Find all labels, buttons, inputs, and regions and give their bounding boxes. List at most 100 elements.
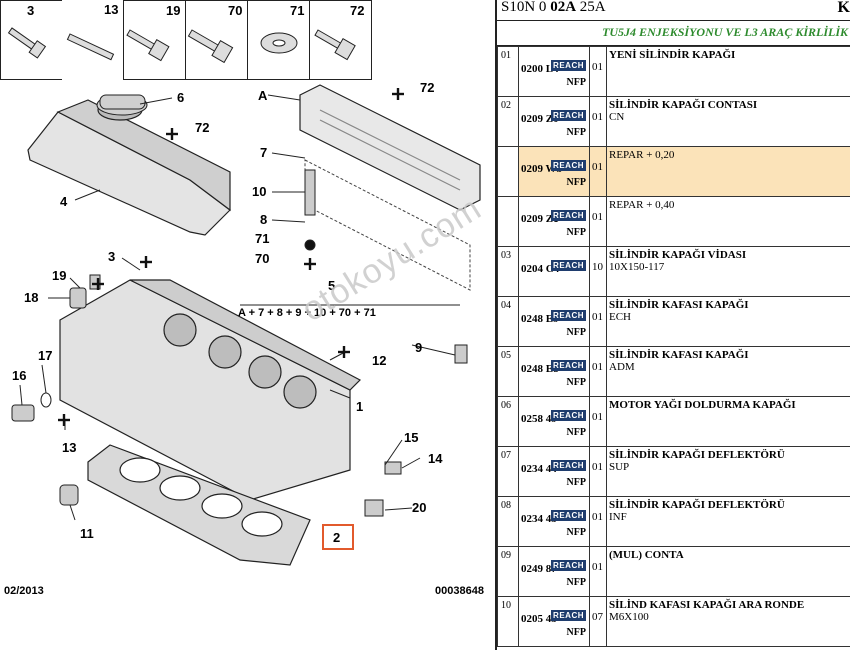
- part-position-number: 08: [497, 496, 519, 547]
- part-title: SİLİNDİR KAPAĞI DEFLEKTÖRÜ: [609, 449, 785, 461]
- callout-19: 19: [52, 268, 66, 283]
- part-position-number: 03: [497, 246, 519, 297]
- callout-9: 9: [415, 340, 422, 355]
- reach-badge: REACH: [551, 560, 586, 571]
- nfp-label: NFP: [566, 427, 586, 438]
- strip-bold: 02A: [550, 0, 577, 15]
- part-reference[interactable]: 0248 E9: [521, 313, 559, 325]
- part-subtitle: REPAR + 0,40: [609, 199, 675, 211]
- part-description: (MUL) CONTA: [606, 546, 850, 597]
- callout-71: 71: [255, 231, 269, 246]
- part-description: REPAR + 0,40: [606, 196, 850, 247]
- part-reference[interactable]: 0209 Z1: [521, 213, 559, 225]
- part-title: MOTOR YAĞI DOLDURMA KAPAĞI: [609, 399, 796, 411]
- part-subtitle: ECH: [609, 311, 631, 323]
- part-description: YENİ SİLİNDİR KAPAĞI: [606, 46, 850, 97]
- thumb-number: 13: [104, 2, 119, 17]
- callout-A: A: [258, 88, 268, 103]
- part-reference[interactable]: 0234 44: [521, 463, 557, 475]
- part-quantity: 01: [589, 346, 607, 397]
- reach-badge: REACH: [551, 210, 586, 221]
- part-position-number: 07: [497, 446, 519, 497]
- part-quantity: 01: [589, 296, 607, 347]
- callout-20: 20: [412, 500, 426, 515]
- subtitle-text: TU5J4 ENJEKSİYONU VE L3 ARAÇ KİRLİLİK: [602, 25, 848, 39]
- leader-lines: [19, 94, 460, 521]
- nfp-label: NFP: [566, 627, 586, 638]
- date-code: 02/2013: [4, 585, 44, 597]
- part-quantity: 10: [589, 246, 607, 297]
- part-reference[interactable]: 0249 87: [521, 563, 557, 575]
- parts-header: S10N 0 02A 25A K: [497, 0, 850, 20]
- callout-4: 4: [60, 194, 68, 209]
- part-position-number: 04: [497, 296, 519, 347]
- part-quantity: 01: [589, 496, 607, 547]
- thumb-number: 71: [290, 3, 305, 18]
- part-subtitle: 10X150-117: [609, 261, 665, 273]
- callout-7: 7: [260, 145, 267, 160]
- callout-70: 70: [255, 251, 269, 266]
- part-reference[interactable]: 0204 C4: [521, 263, 560, 275]
- highlighted-callout-box[interactable]: [322, 524, 354, 550]
- plus-markers: [58, 88, 404, 426]
- kit-formula: A + 7 + 8 + 9 + 10 + 70 + 71: [238, 307, 376, 319]
- thumb-number: 70: [228, 3, 243, 18]
- callout-2: 2: [333, 530, 340, 545]
- nfp-label: NFP: [566, 527, 586, 538]
- thumb-number: 3: [27, 3, 35, 18]
- part-reference[interactable]: 0234 45: [521, 513, 557, 525]
- part-subtitle: INF: [609, 511, 627, 523]
- part-reference[interactable]: 0209 Z0: [521, 113, 559, 125]
- part-reference[interactable]: 0200 L4: [521, 63, 559, 75]
- part-subtitle: REPAR + 0,20: [609, 149, 675, 161]
- strip-suffix: 25A: [576, 0, 606, 15]
- part-reference[interactable]: 0258 49: [521, 413, 557, 425]
- rocker-cover-right: [299, 84, 481, 211]
- part-position-number: [497, 196, 519, 247]
- part-title: SİLİNDİR KAFASI KAPAĞI: [609, 299, 749, 311]
- part-reference[interactable]: 0248 E8: [521, 363, 559, 375]
- thumb-box-3[interactable]: 3: [0, 0, 63, 80]
- part-quantity: 01: [589, 446, 607, 497]
- cylinder-head: [59, 279, 362, 501]
- subtitle-row: TU5J4 ENJEKSİYONU VE L3 ARAÇ KİRLİLİK: [497, 20, 850, 47]
- part-position-number: [497, 146, 519, 197]
- nfp-label: NFP: [566, 377, 586, 388]
- reach-badge: REACH: [551, 460, 586, 471]
- part-quantity: 01: [589, 96, 607, 147]
- callout-12: 12: [372, 353, 386, 368]
- part-reference[interactable]: 0205 45: [521, 613, 557, 625]
- thumb-box-19[interactable]: 19: [123, 0, 186, 80]
- header-strip: S10N 0 02A 25A: [501, 0, 606, 16]
- part-description: MOTOR YAĞI DOLDURMA KAPAĞI: [606, 396, 850, 447]
- reach-badge: REACH: [551, 360, 586, 371]
- thumb-box-72[interactable]: 72: [309, 0, 372, 80]
